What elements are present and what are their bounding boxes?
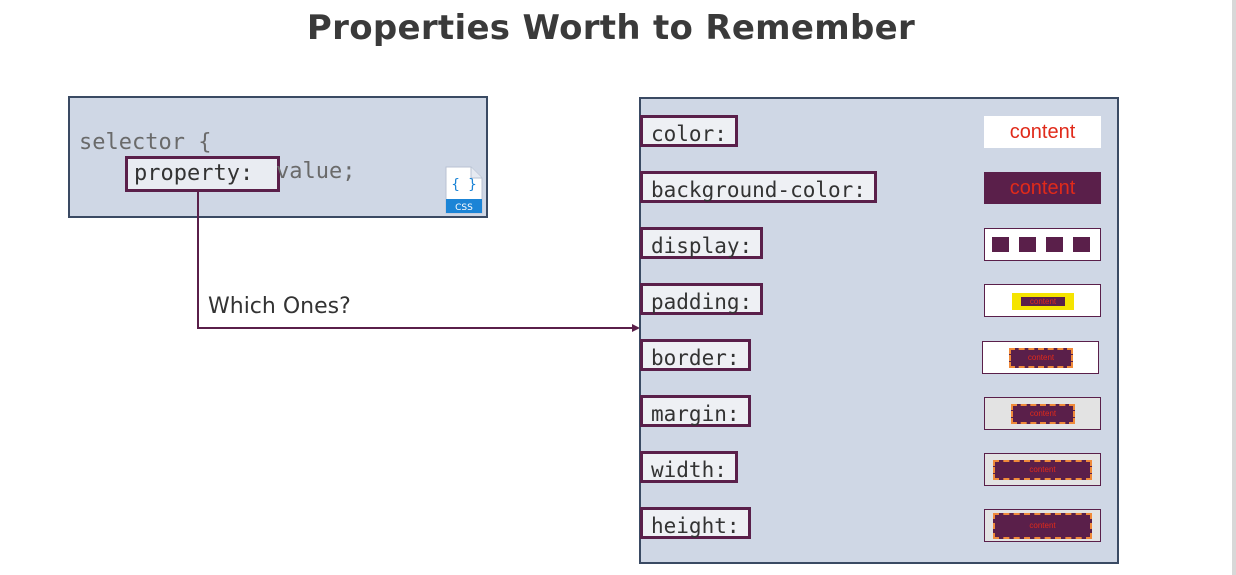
demo-display-block: [1073, 237, 1090, 252]
demo-display-block: [1046, 237, 1063, 252]
demo-color: content: [984, 116, 1101, 148]
slide-title: Properties Worth to Remember: [306, 8, 916, 48]
demo-height-text: content: [1029, 521, 1056, 530]
demo-padding: content: [984, 284, 1101, 317]
code-property-highlight: property:: [125, 156, 280, 192]
css-file-icon: { } CSS: [445, 166, 483, 214]
css-icon-label: CSS: [455, 203, 473, 213]
demo-padding-text: content: [1029, 297, 1057, 306]
demo-border-box: content: [1009, 348, 1073, 368]
demo-margin-text: content: [1029, 409, 1057, 418]
demo-border-text: content: [1027, 353, 1055, 362]
demo-height-box: content: [993, 513, 1092, 539]
property-padding: padding:: [640, 283, 764, 315]
window-edge: [1232, 0, 1236, 575]
property-color: color:: [640, 115, 738, 147]
property-height: height:: [640, 507, 751, 539]
demo-background-color: content: [984, 172, 1101, 204]
properties-panel: [639, 97, 1119, 564]
demo-width: content: [984, 453, 1101, 486]
property-display: display:: [640, 227, 764, 259]
demo-display-block: [992, 237, 1009, 252]
demo-display: [984, 228, 1101, 261]
property-margin: margin:: [640, 395, 751, 427]
demo-padding-area: content: [1012, 293, 1074, 310]
demo-display-block: [1019, 237, 1036, 252]
demo-margin: content: [984, 397, 1101, 430]
demo-margin-box: content: [1011, 404, 1075, 424]
demo-color-text: content: [1009, 121, 1076, 143]
code-value: value;: [276, 159, 356, 184]
property-background-color: background-color:: [640, 171, 877, 203]
property-width: width:: [640, 451, 738, 483]
demo-padding-content: content: [1021, 297, 1065, 306]
demo-width-box: content: [993, 460, 1092, 480]
demo-height: content: [984, 509, 1101, 542]
property-border: border:: [640, 339, 751, 371]
connector-label: Which Ones?: [208, 294, 351, 319]
demo-border: content: [982, 341, 1099, 374]
demo-background-color-text: content: [1009, 177, 1076, 199]
demo-width-text: content: [1029, 465, 1056, 474]
code-selector-line: selector {: [79, 130, 212, 155]
css-icon-braces: { }: [451, 177, 476, 193]
